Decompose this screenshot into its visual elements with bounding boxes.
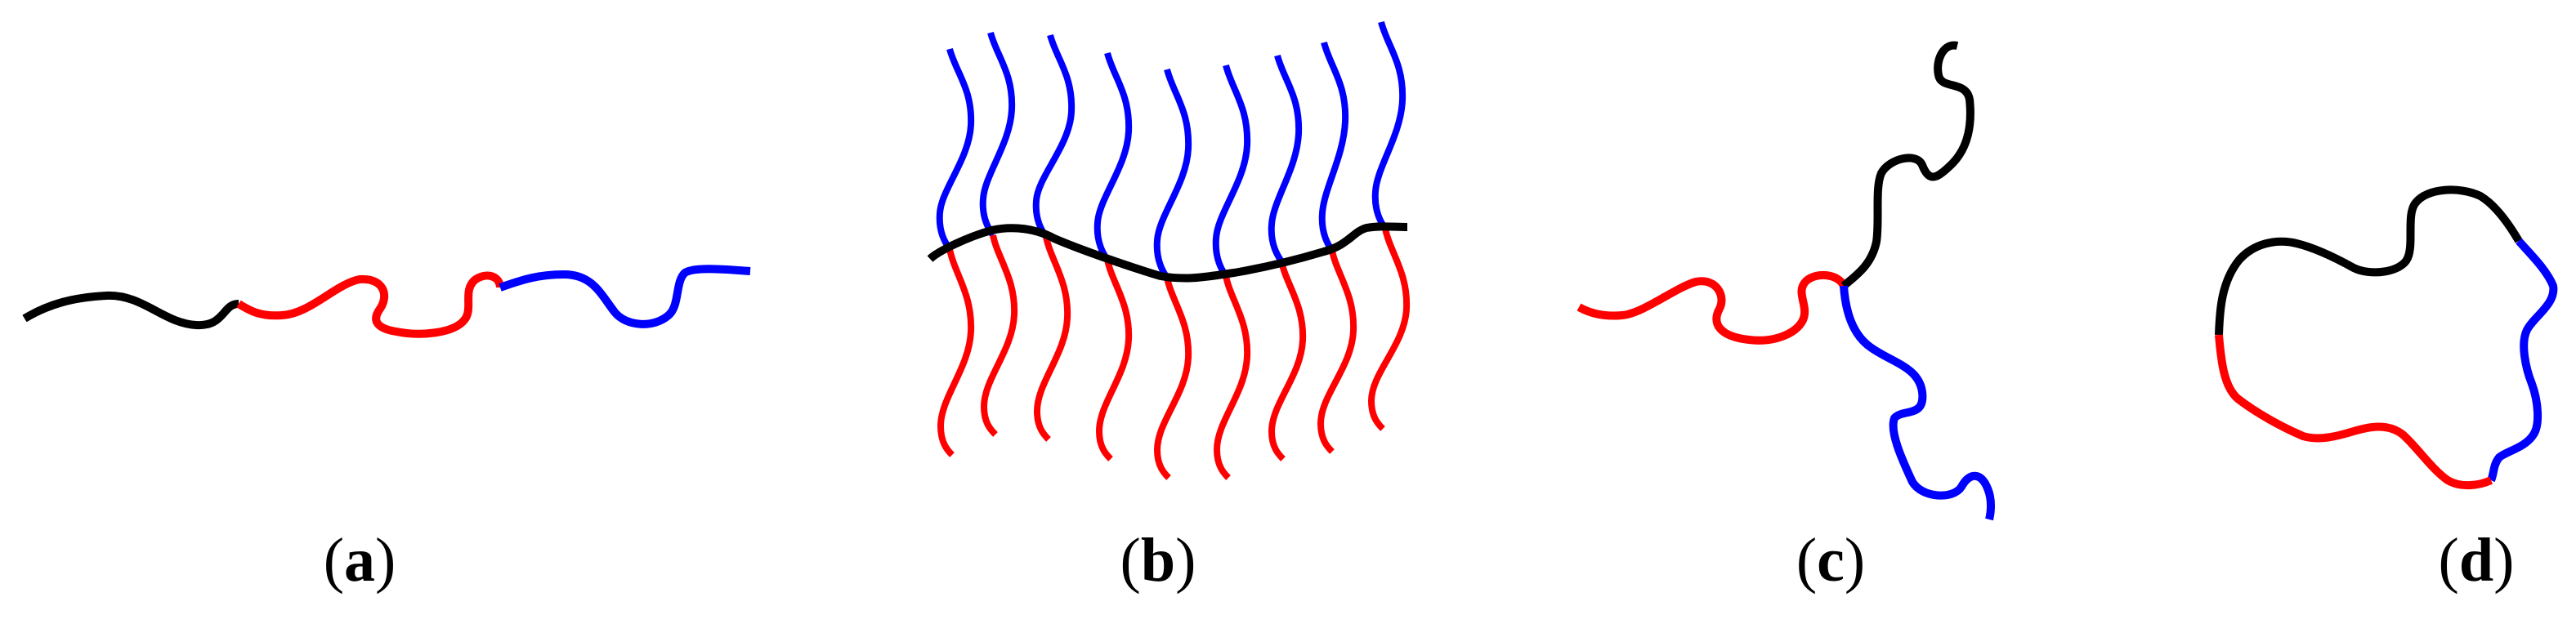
red-block-strand: [236, 271, 504, 338]
label-open-paren: (: [323, 526, 344, 595]
blue-bristle: [1371, 20, 1407, 231]
black-block-strand: [2215, 185, 2523, 336]
red-bristle: [1268, 261, 1307, 461]
red-bristle: [1034, 236, 1071, 442]
red-bristle: [1368, 228, 1411, 431]
red-bristle: [1317, 250, 1357, 454]
blue-bristle: [1032, 33, 1076, 239]
blue-bristle: [1268, 54, 1303, 264]
panel-d-cyclic-triblock: [2215, 185, 2558, 489]
black-block-strand: [22, 291, 239, 330]
red-bristle: [1214, 275, 1251, 480]
black-block-strand: [1840, 41, 1974, 289]
red-bristles: [937, 228, 1411, 480]
blue-bristle: [1093, 51, 1133, 262]
label-close-paren: ): [1175, 526, 1196, 595]
panel-label-a: (a): [324, 519, 396, 601]
blue-block-strand: [499, 265, 751, 328]
label-close-paren: ): [375, 526, 396, 595]
label-letter: a: [344, 526, 375, 595]
label-close-paren: ): [1844, 526, 1866, 595]
label-open-paren: (: [1796, 526, 1818, 595]
label-open-paren: (: [1120, 526, 1141, 595]
blue-bristles: [936, 20, 1407, 280]
label-letter: b: [1140, 526, 1176, 595]
label-letter: d: [2458, 526, 2494, 595]
blue-bristle: [1153, 68, 1192, 280]
blue-bristle: [979, 31, 1016, 238]
black-backbone-strand: [927, 222, 1408, 283]
red-bristle: [1096, 259, 1133, 461]
blue-block-strand: [1840, 285, 1995, 521]
label-letter: c: [1817, 526, 1845, 595]
blue-block-strand: [2487, 238, 2558, 483]
panel-b-brush-copolymer: [927, 20, 1411, 480]
panel-label-d: (d): [2439, 519, 2515, 601]
red-block-strand: [1576, 270, 1848, 345]
panel-label-c: (c): [1796, 519, 1865, 601]
red-bristle: [937, 248, 975, 457]
label-open-paren: (: [2438, 526, 2459, 595]
red-block-strand: [2215, 334, 2493, 489]
red-bristle: [981, 234, 1018, 437]
black-backbone: [927, 222, 1408, 283]
blue-bristle: [1212, 64, 1251, 279]
panel-label-b: (b): [1120, 519, 1196, 601]
label-close-paren: ): [2493, 526, 2515, 595]
panel-a-linear-triblock: [22, 265, 751, 338]
blue-bristle: [936, 47, 975, 252]
panel-c-star-triblock: [1576, 41, 1995, 521]
blue-bristle: [1318, 41, 1349, 253]
red-bristle: [1154, 277, 1192, 480]
